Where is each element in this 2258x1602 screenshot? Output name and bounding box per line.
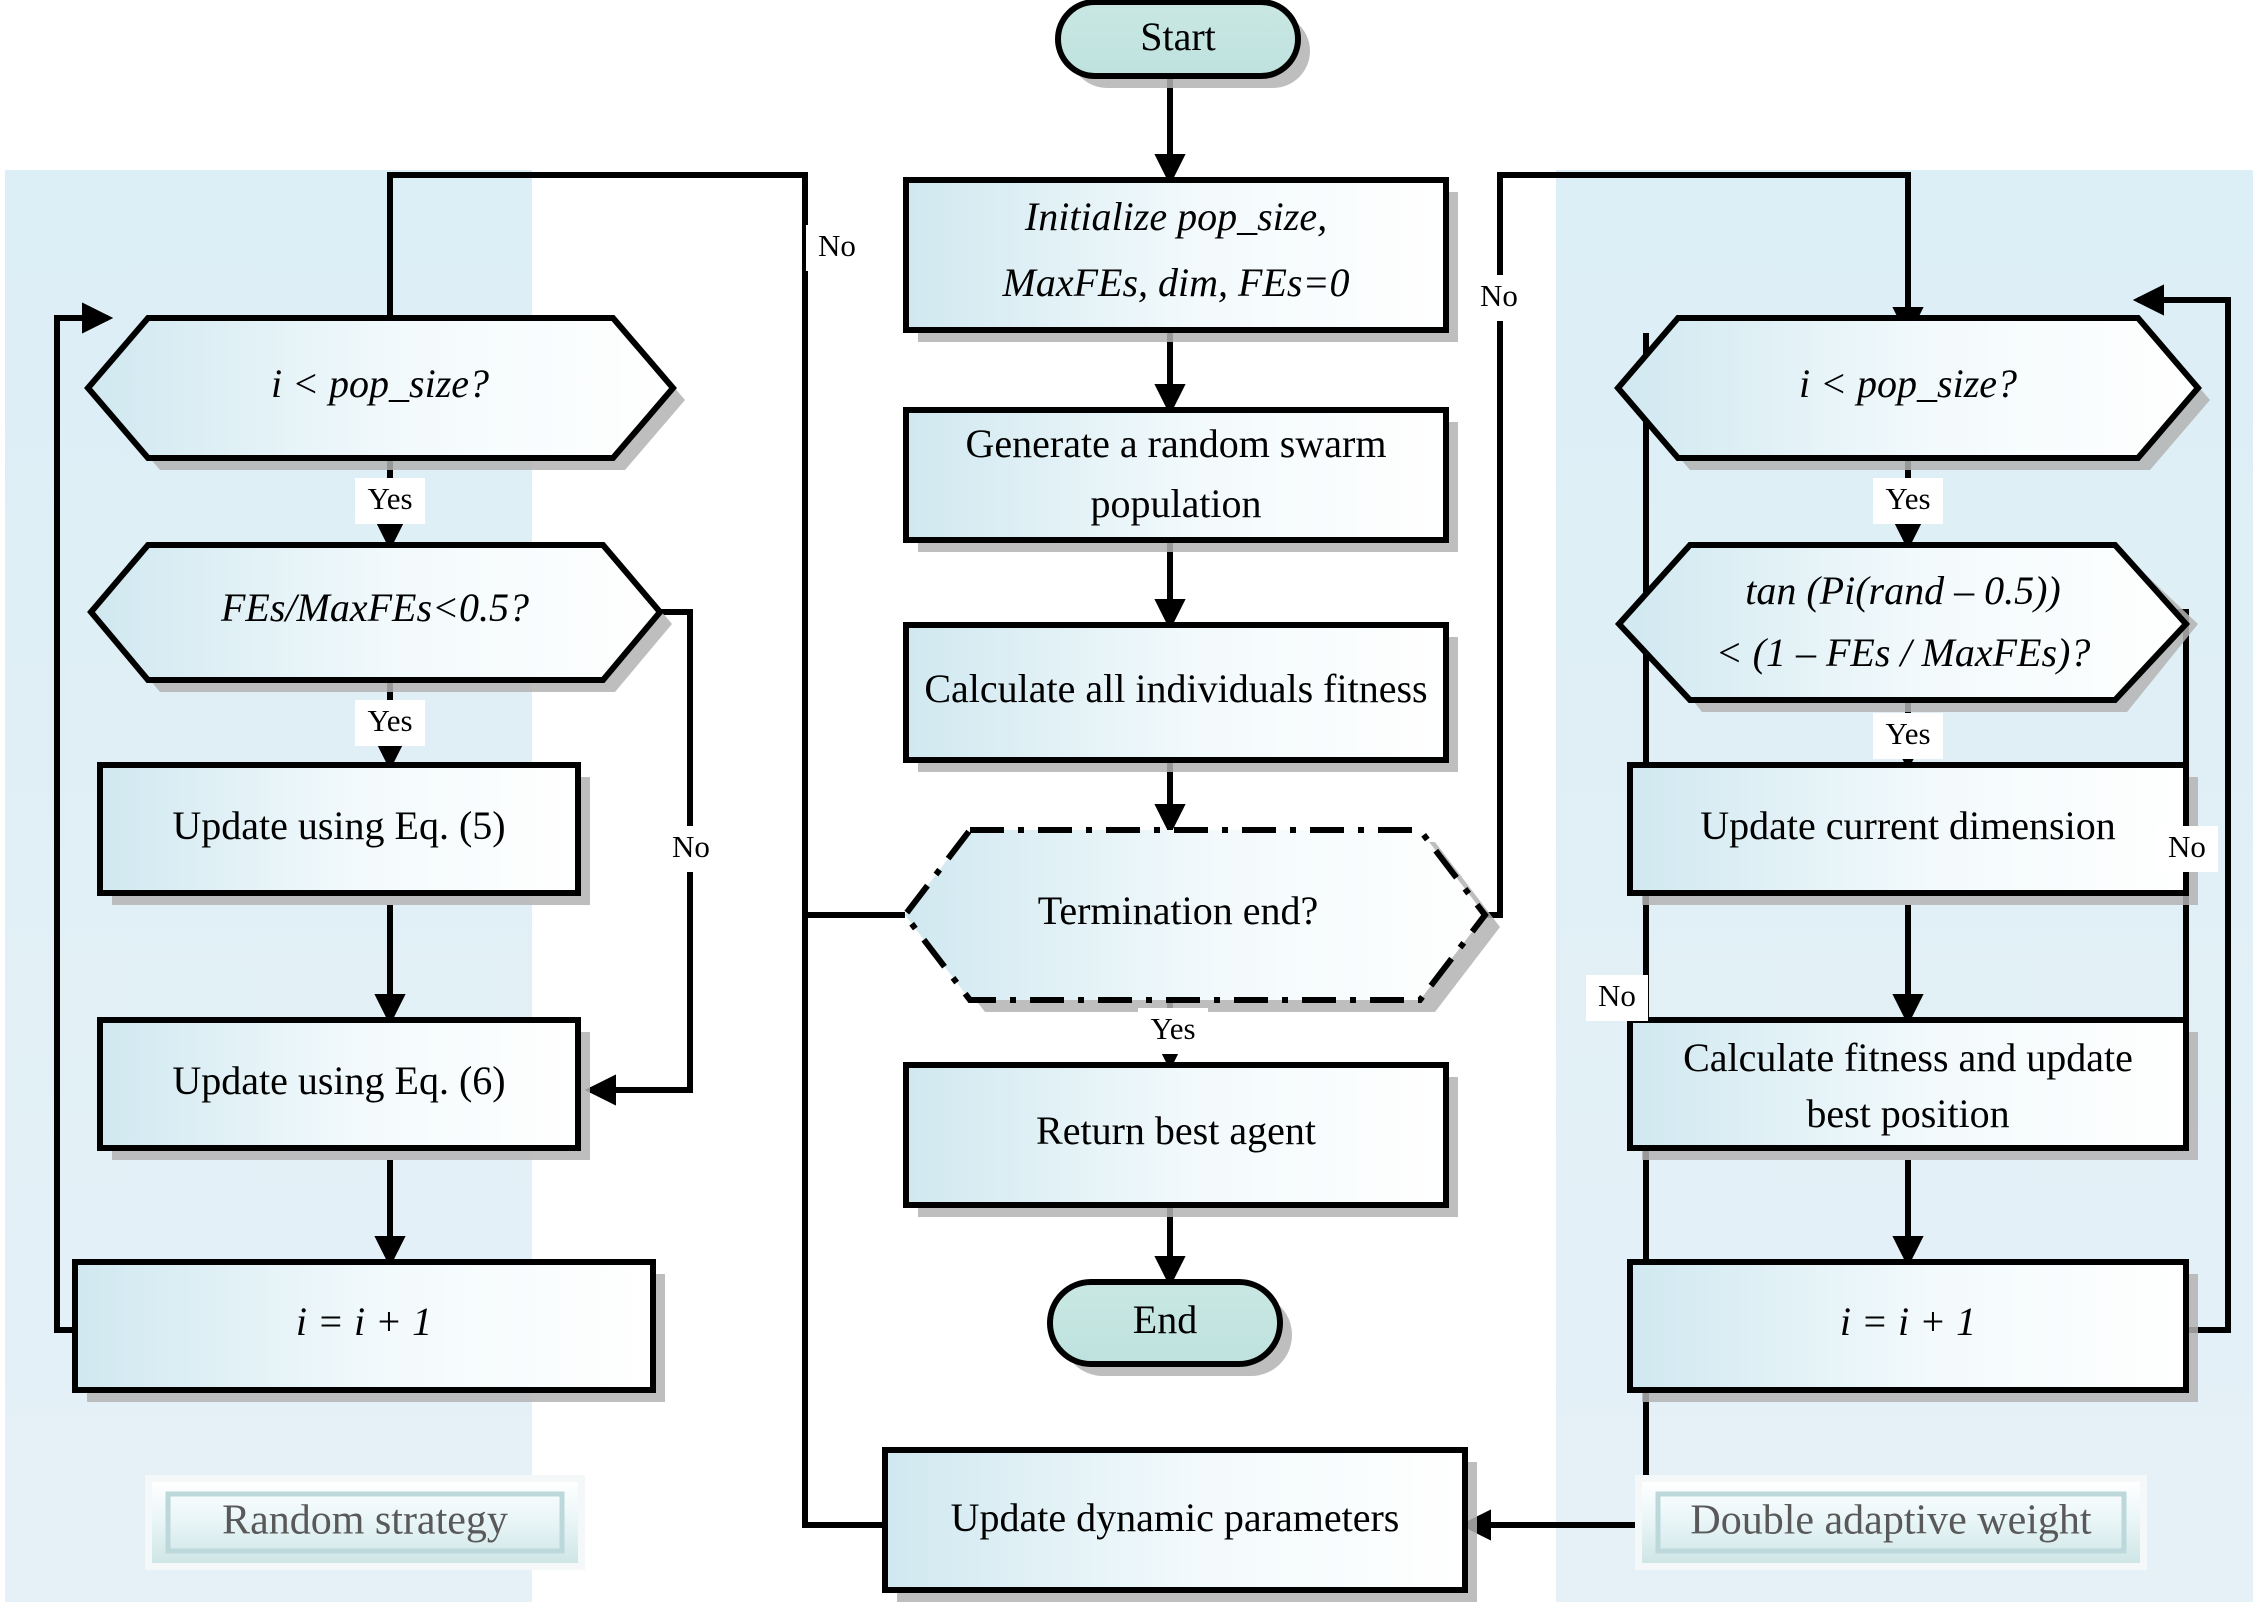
node-generate-population[interactable]: Generate a random swarm population xyxy=(903,407,1458,552)
edge-label-left-fes-yes: Yes xyxy=(355,700,425,746)
node-calculate-fitness[interactable]: Calculate all individuals fitness xyxy=(903,622,1458,772)
edge-label-termination-yes: Yes xyxy=(1138,1008,1208,1054)
edge-label-right-tan-no-text: No xyxy=(2168,829,2206,864)
edge-label-right-tan-yes-text: Yes xyxy=(1885,716,1930,751)
node-right-calculate-fitness[interactable]: Calculate fitness and update best positi… xyxy=(1627,1017,2198,1160)
node-calculate-fitness-label: Calculate all individuals fitness xyxy=(924,666,1427,711)
node-left-fes-label: FEs/MaxFEs<0.5? xyxy=(220,585,529,630)
edge-label-left-fes-yes-text: Yes xyxy=(367,703,412,738)
node-right-pop-size-label: i < pop_size? xyxy=(1799,361,2017,406)
edge-label-right-pop-no: No xyxy=(1586,975,1648,1021)
node-generate-line1: Generate a random swarm xyxy=(966,421,1387,466)
edge-label-left-pop-yes-text: Yes xyxy=(367,481,412,516)
panel-label-random-strategy: Random strategy xyxy=(145,1475,585,1570)
node-left-update-eq6[interactable]: Update using Eq. (6) xyxy=(97,1017,590,1160)
node-left-pop-size-decision[interactable]: i < pop_size? xyxy=(84,315,685,470)
edge-label-right-pop-yes-text: Yes xyxy=(1885,481,1930,516)
node-generate-line2: population xyxy=(1090,481,1261,526)
edge-label-right-tan-no: No xyxy=(2156,826,2218,872)
panel-label-right-text: Double adaptive weight xyxy=(1690,1498,2092,1544)
node-right-update-dimension[interactable]: Update current dimension xyxy=(1627,762,2198,905)
panel-label-left-text: Random strategy xyxy=(222,1498,508,1544)
node-right-tan-line2: < (1 – FEs / MaxFEs)? xyxy=(1716,630,2091,675)
edge-label-termination-no-right-text: No xyxy=(1480,278,1518,313)
node-end[interactable]: End xyxy=(1047,1279,1292,1376)
node-start-label: Start xyxy=(1140,14,1216,59)
node-left-update-eq5[interactable]: Update using Eq. (5) xyxy=(97,762,590,905)
node-return-best-agent[interactable]: Return best agent xyxy=(903,1062,1458,1217)
node-termination[interactable]: Termination end? xyxy=(901,827,1500,1012)
edge-label-left-pop-yes: Yes xyxy=(355,478,425,524)
edge-label-left-fes-no-text: No xyxy=(672,829,710,864)
node-termination-label: Termination end? xyxy=(1038,888,1318,933)
panel-label-double-adaptive-weight: Double adaptive weight xyxy=(1635,1475,2147,1570)
edge-leftinc-loopback xyxy=(54,302,114,1333)
node-initialize[interactable]: Initialize pop_size, MaxFEs, dim, FEs=0 xyxy=(903,177,1458,342)
edge-label-right-pop-yes: Yes xyxy=(1873,478,1943,524)
edge-label-termination-no-right: No xyxy=(1468,275,1530,321)
node-right-pop-size-decision[interactable]: i < pop_size? xyxy=(1614,315,2210,470)
node-left-increment[interactable]: i = i + 1 xyxy=(72,1259,665,1402)
edge-label-right-tan-yes: Yes xyxy=(1873,713,1943,759)
node-update-dynamic-parameters-label: Update dynamic parameters xyxy=(951,1495,1400,1540)
node-left-pop-size-label: i < pop_size? xyxy=(271,361,489,406)
node-right-increment-label: i = i + 1 xyxy=(1840,1299,1976,1344)
node-left-update-eq6-label: Update using Eq. (6) xyxy=(172,1058,505,1103)
edge-label-left-fes-no: No xyxy=(660,826,722,872)
node-right-update-dimension-label: Update current dimension xyxy=(1700,803,2115,848)
node-left-update-eq5-label: Update using Eq. (5) xyxy=(172,803,505,848)
node-right-tan-decision[interactable]: tan (Pi(rand – 0.5)) < (1 – FEs / MaxFEs… xyxy=(1614,542,2198,712)
node-left-increment-label: i = i + 1 xyxy=(296,1299,432,1344)
node-update-dynamic-parameters[interactable]: Update dynamic parameters xyxy=(882,1447,1477,1602)
node-right-tan-line1: tan (Pi(rand – 0.5)) xyxy=(1745,568,2061,613)
node-start[interactable]: Start xyxy=(1055,0,1310,88)
edge-label-termination-no-left: No xyxy=(806,225,868,271)
node-right-increment[interactable]: i = i + 1 xyxy=(1627,1259,2198,1402)
node-right-calculate-fitness-line2: best position xyxy=(1806,1091,2009,1136)
node-return-best-agent-label: Return best agent xyxy=(1036,1108,1316,1153)
edge-termnoleft-to-updateparams xyxy=(802,915,885,1528)
edge-label-termination-no-left-text: No xyxy=(818,228,856,263)
node-left-fes-decision[interactable]: FEs/MaxFEs<0.5? xyxy=(87,542,672,692)
node-initialize-line2: MaxFEs, dim, FEs=0 xyxy=(1002,260,1350,305)
node-end-label: End xyxy=(1133,1297,1197,1342)
node-right-calculate-fitness-line1: Calculate fitness and update xyxy=(1683,1035,2133,1080)
edge-label-termination-yes-text: Yes xyxy=(1150,1011,1195,1046)
edge-termination-no-left xyxy=(387,172,905,918)
node-initialize-line1: Initialize pop_size, xyxy=(1024,194,1327,239)
edge-label-right-pop-no-text: No xyxy=(1598,978,1636,1013)
